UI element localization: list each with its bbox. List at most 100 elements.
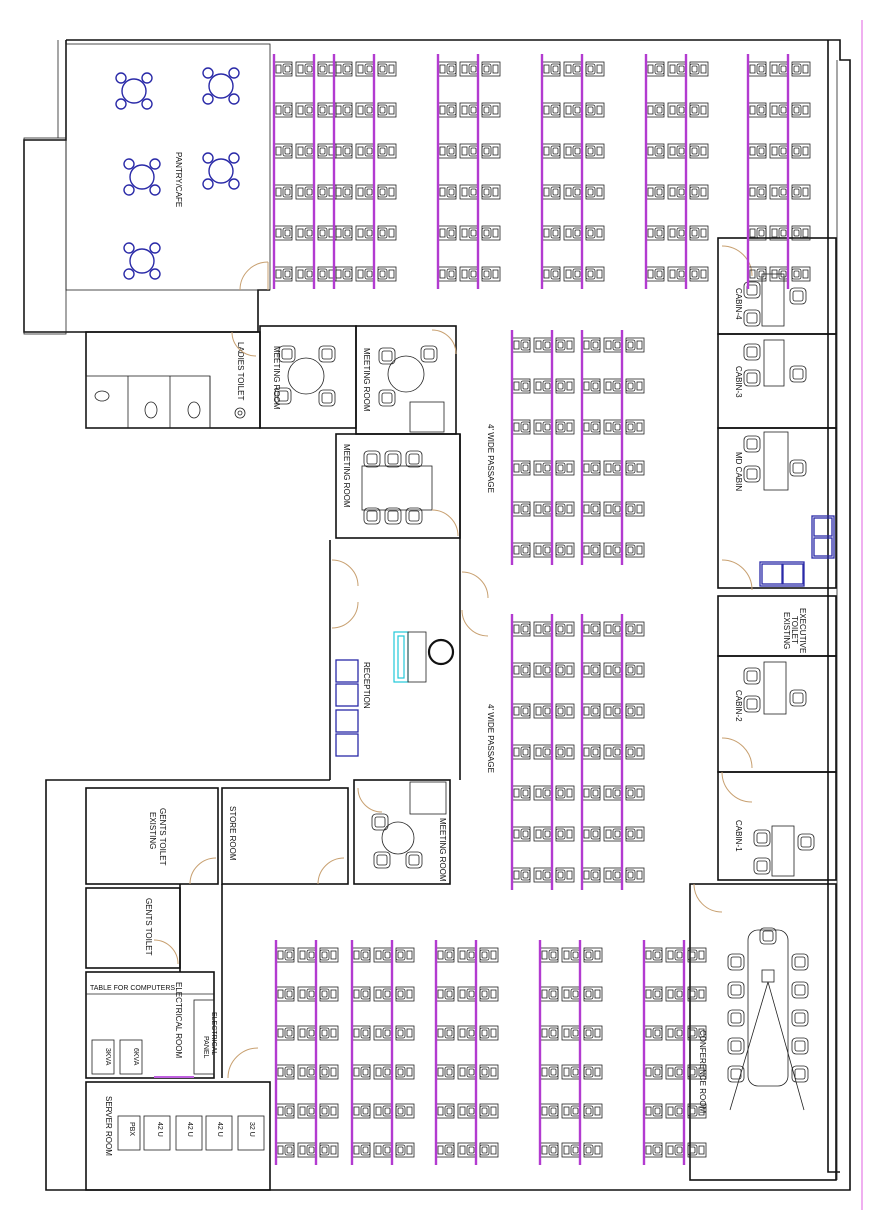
workstation-seat: [435, 947, 455, 963]
workstation-seat: [511, 378, 531, 394]
workstation-pair: [562, 1143, 602, 1157]
workstation-pair: [460, 267, 500, 281]
workstation-pair: [298, 948, 338, 962]
workstation-pair: [534, 868, 574, 882]
workstation-seat: [333, 184, 353, 200]
workstation-seat: [581, 703, 601, 719]
workstation-seat: [645, 225, 665, 241]
workstation-pair: [564, 144, 604, 158]
workstation-seat: [333, 266, 353, 282]
pantry-area: PANTRY/CAFE: [65, 43, 271, 291]
workstation-pair: [296, 144, 336, 158]
workstation-seat: [581, 542, 601, 558]
electrical-panel-label-1: ELECTRICAL: [210, 1012, 217, 1055]
workstation-pair: [564, 226, 604, 240]
workstation-seat: [275, 986, 295, 1002]
md-cabin-label: MD CABIN: [734, 452, 743, 491]
workstation-pair: [458, 1026, 498, 1040]
rack-b-label: 42 U: [186, 1122, 193, 1137]
workstation-pair: [668, 226, 708, 240]
workstation-seat: [333, 143, 353, 159]
workstation-seat: [351, 1142, 371, 1158]
meeting-room-3: MEETING ROOM: [335, 433, 461, 539]
workstation-pair: [770, 62, 810, 76]
workstation-pair: [296, 226, 336, 240]
workstation-pair: [374, 1143, 414, 1157]
rack-a-label: 42 U: [156, 1122, 163, 1137]
workstation-pair: [356, 62, 396, 76]
reception-label: RECEPTION: [362, 662, 371, 709]
workstation-seat: [437, 225, 457, 241]
workstation-seat: [437, 184, 457, 200]
executive-toilet-label-3: EXISTING: [782, 612, 791, 649]
store-room-label: STORE ROOM: [228, 806, 237, 861]
rack-c-label: 42 U: [216, 1122, 223, 1137]
workstation-pair: [604, 704, 644, 718]
workstation-seat: [275, 947, 295, 963]
reception-area: RECEPTION: [329, 434, 489, 780]
workstation-pair: [458, 1065, 498, 1079]
workstation-pair: [604, 745, 644, 759]
workstation-pair: [374, 948, 414, 962]
workstation-pair: [458, 1143, 498, 1157]
workstation-seat: [541, 266, 561, 282]
workstation-seat: [581, 621, 601, 637]
workstation-seat: [643, 1064, 663, 1080]
cabin-2-label: CABIN-2: [734, 690, 743, 722]
workstation-seat: [437, 266, 457, 282]
workstation-seat: [541, 225, 561, 241]
workstation-seat: [273, 102, 293, 118]
workstation-seat: [273, 143, 293, 159]
workstation-seat: [581, 662, 601, 678]
workstation-pair: [604, 663, 644, 677]
cabin-4-label: CABIN-4: [734, 288, 743, 320]
workstation-pair: [666, 987, 706, 1001]
pbx-label: PBX: [128, 1122, 135, 1136]
workstation-seat: [351, 986, 371, 1002]
meeting-room-1: MEETING ROOM: [259, 325, 357, 429]
workstation-pair: [564, 103, 604, 117]
workstation-seat: [333, 225, 353, 241]
workstation-pair: [356, 185, 396, 199]
workstation-pair: [534, 338, 574, 352]
cabin-1-label: CABIN-1: [734, 820, 743, 852]
workstation-pair: [460, 62, 500, 76]
workstation-seat: [645, 61, 665, 77]
workstation-seat: [539, 1064, 559, 1080]
workstation-pair: [534, 663, 574, 677]
workstation-seat: [539, 1142, 559, 1158]
workstation-pair: [534, 827, 574, 841]
workstation-seat: [541, 102, 561, 118]
workstation-pair: [604, 827, 644, 841]
workstation-pair: [668, 144, 708, 158]
electrical-panel-label-2: PANEL: [202, 1036, 209, 1059]
workstation-seat: [511, 542, 531, 558]
workstation-seat: [643, 986, 663, 1002]
workstation-pair: [374, 987, 414, 1001]
workstation-seat: [351, 947, 371, 963]
workstation-pair: [604, 868, 644, 882]
workstation-pair: [458, 987, 498, 1001]
workstation-seat: [437, 102, 457, 118]
workstation-pair: [770, 103, 810, 117]
workstation-pair: [534, 461, 574, 475]
workstation-pair: [666, 948, 706, 962]
workstation-pair: [564, 185, 604, 199]
workstation-seat: [747, 61, 767, 77]
workstation-seat: [645, 266, 665, 282]
workstation-seat: [581, 378, 601, 394]
meeting-room-1-label: MEETING ROOM: [272, 346, 281, 410]
workstation-seat: [511, 744, 531, 760]
workstation-seat: [747, 184, 767, 200]
workstation-seat: [351, 1103, 371, 1119]
workstation-pair: [534, 745, 574, 759]
workstation-seat: [541, 61, 561, 77]
workstation-seat: [273, 225, 293, 241]
meeting-room-4: MEETING ROOM: [353, 779, 451, 885]
executive-toilet-label-2: TOILET: [790, 616, 799, 644]
workstation-seat: [747, 102, 767, 118]
rack-d-label: 32 U: [248, 1122, 255, 1137]
workstation-seat: [539, 986, 559, 1002]
workstation-seat: [511, 621, 531, 637]
workstation-seat: [273, 266, 293, 282]
